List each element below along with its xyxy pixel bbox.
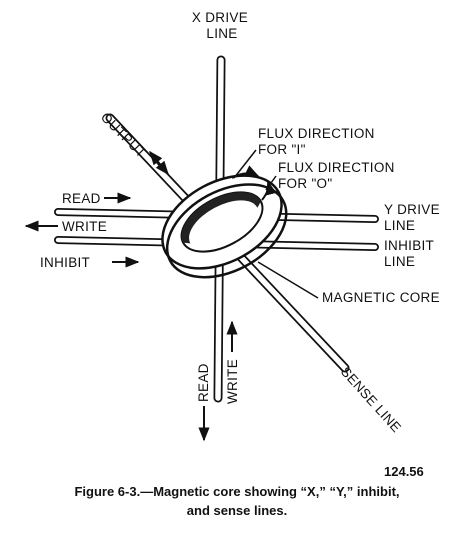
inhibit-label-left: INHIBIT (40, 255, 90, 270)
output-arrow (149, 150, 169, 176)
flux-arrow-0 (261, 180, 277, 201)
flux-0-leader (265, 175, 277, 191)
read-label-left: READ (62, 191, 101, 206)
write-label-left: WRITE (62, 219, 107, 234)
magnetic-core-label: MAGNETIC CORE (322, 290, 440, 305)
read-label-bottom: READ (196, 363, 211, 402)
figure-number: 124.56 (384, 464, 424, 479)
flux-0-label: FLUX DIRECTION FOR "O" (278, 160, 399, 191)
magnetic-core (161, 174, 288, 279)
sense-line-label: SENSE LINE (338, 364, 404, 435)
caption-line-1: Figure 6-3.—Magnetic core showing “X,” “… (74, 484, 400, 499)
write-label-bottom: WRITE (225, 359, 240, 404)
inhibit-line-label: INHIBIT LINE (384, 238, 438, 269)
x-drive-label: X DRIVE LINE (192, 10, 252, 41)
flux-1-leader (233, 149, 257, 179)
caption-line-2: and sense lines. (186, 503, 288, 518)
flux-1-label: FLUX DIRECTION FOR "I" (258, 126, 379, 157)
figure-caption: Figure 6-3.—Magnetic core showing “X,” “… (0, 482, 474, 520)
output-label: OUTPUT (98, 110, 149, 161)
y-drive-label: Y DRIVE LINE (384, 202, 444, 233)
magnetic-core-leader (257, 261, 319, 299)
